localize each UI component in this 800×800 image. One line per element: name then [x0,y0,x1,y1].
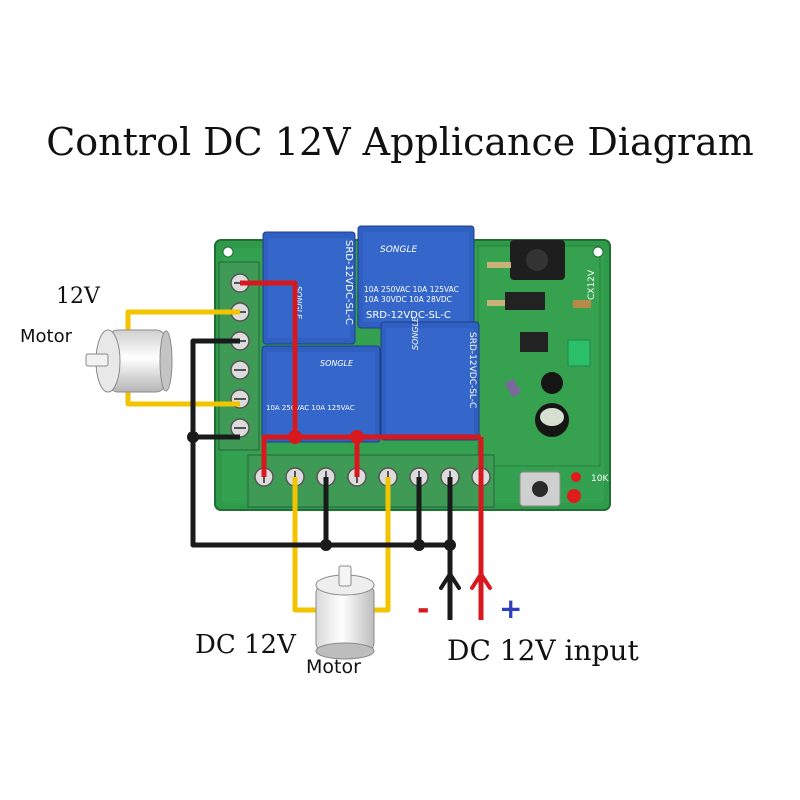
relay-1-model: SRD-12VDC-SL-C [343,240,354,325]
relay-4-brand: SONGLE [411,316,420,350]
relay-2-rating-1: 10A 250VAC 10A 125VAC [364,285,459,294]
input-label: DC 12V input [447,634,639,667]
relay-3-rating-1: 10A 250VAC 10A 125VAC [266,404,355,412]
input-plus: + [499,592,523,625]
motor-bottom-icon [315,565,375,660]
wire-junctions [187,431,456,551]
relay-2-model: SRD-12VDC-SL-C [366,310,451,321]
red-junctions [288,430,364,444]
receiver-circuit [487,240,591,507]
relay-3 [261,345,381,443]
wire-yellow-bottom [292,477,391,613]
relay-2 [357,225,475,329]
motor-left-label: Motor [20,326,73,347]
input-arrows [439,572,492,590]
bottom-terminal-block [247,454,495,508]
input-minus: - [417,592,430,627]
left-terminal-block [218,261,260,451]
relay-2-rating-2: 10A 30VDC 10A 28VDC [364,295,452,304]
motor-bottom-voltage: DC 12V [195,630,296,660]
relay-1-brand: SONGLE [294,286,303,320]
relay-2-brand: SONGLE [380,245,418,255]
relay-4-model: SRD-12VDC-SL-C [467,332,477,408]
wire-yellow-left [125,309,240,407]
relay-3-brand: SONGLE [320,359,354,368]
module-label: CX12V [587,269,597,300]
motor-left-voltage: 12V [56,284,100,309]
motor-left-icon [85,329,173,393]
diagram-title: Control DC 12V Applicance Diagram [46,120,754,164]
relay-1 [262,231,356,345]
relay-4 [380,321,480,441]
motor-bottom-label: Motor [306,656,361,678]
resistor-label: 10K [591,474,609,484]
